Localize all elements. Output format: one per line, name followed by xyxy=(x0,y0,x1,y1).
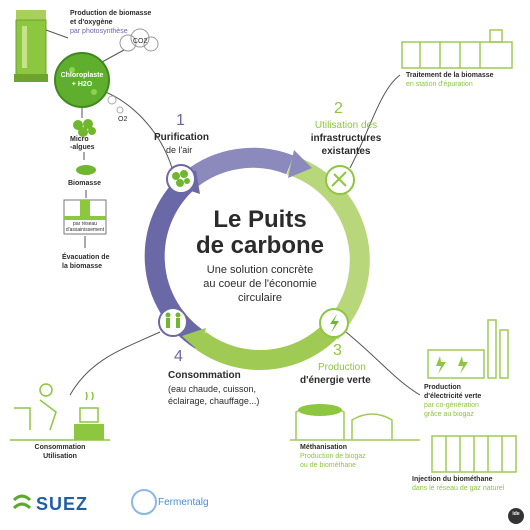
step2-line2: infrastructures xyxy=(310,133,382,144)
lightning-icon xyxy=(330,314,339,333)
center-title-line1: Le Puits xyxy=(213,206,307,233)
ring-segment-green-bottom xyxy=(194,313,348,370)
biomass-production-title2: et d'oxygène xyxy=(70,19,113,26)
o2-label: O2 xyxy=(118,116,128,123)
electricity-sub2: grâce au biogaz xyxy=(424,411,474,418)
center-subtitle-line2: au coeur de l'économie xyxy=(203,278,317,290)
step1-title: Purification xyxy=(154,132,210,143)
connector-chloroplast-to-purification xyxy=(99,89,173,169)
electricity-sub1: par co-génération xyxy=(424,402,479,409)
step2-number: 2 xyxy=(334,100,343,117)
o2-bubbles-icon xyxy=(107,95,124,114)
chloroplast-label2: + H2O xyxy=(71,81,93,88)
biomass-production-subtitle: par photosynthèse xyxy=(70,28,128,35)
center-subtitle-line3: circulaire xyxy=(237,292,282,304)
step4-line2: éclairage, chauffage...) xyxy=(168,396,260,406)
injection-subtitle: dans le réseau de gaz naturel xyxy=(412,485,505,492)
co2-label: CO2 xyxy=(133,38,148,45)
microalgae-label2: -algues xyxy=(70,144,95,151)
microalgae-label1: Micro xyxy=(70,136,89,143)
step3-line2: d'énergie verte xyxy=(300,375,371,386)
chloroplast-detail-icon xyxy=(91,89,97,95)
connector-energy-to-production xyxy=(345,331,421,396)
node-consumption xyxy=(158,307,188,337)
connector-infra-to-treatment xyxy=(349,74,401,169)
evacuation-label1: Évacuation de xyxy=(62,254,110,261)
methanisation-sub1: Production de biogaz xyxy=(300,453,366,460)
co2-cloud-icon xyxy=(119,28,159,52)
suez-logo-mark-icon xyxy=(12,494,32,510)
corner-badge-text: ide xyxy=(512,511,520,517)
node-purification xyxy=(166,164,196,194)
corner-badge-icon xyxy=(508,508,524,524)
electricity-title1: Production xyxy=(424,384,461,391)
step2-line3: existantes xyxy=(321,146,371,157)
consumption-label2: Utilisation xyxy=(43,453,77,460)
ring-segment-purple-top xyxy=(183,147,294,188)
center-title-line2: de carbone xyxy=(195,232,325,259)
step3-number: 3 xyxy=(333,342,342,359)
algae-cells-icon xyxy=(172,170,190,187)
biomass-label: Biomasse xyxy=(68,180,102,187)
stove-icon xyxy=(74,424,104,440)
fermentalg-logo-mark-icon xyxy=(131,489,157,515)
power-plant-icon xyxy=(427,319,509,379)
step4-title: Consommation xyxy=(168,370,241,381)
consumption-label1: Consommation xyxy=(34,444,86,451)
treatment-subtitle: en station d'épuration xyxy=(406,81,473,88)
electricity-title2: d'électricité verte xyxy=(424,393,482,400)
methanisation-sub2: ou de biométhane xyxy=(300,462,357,469)
biomass-production-title1: Production de biomasse xyxy=(70,10,152,17)
step4-number: 4 xyxy=(174,348,183,365)
step3-line1: Production xyxy=(318,362,366,373)
fermentalg-logo: Fermentalg xyxy=(158,497,209,508)
biomass-icon xyxy=(76,165,96,175)
step2-line1: Utilisation des xyxy=(314,120,378,131)
center-subtitle-line1: Une solution concrète xyxy=(206,264,314,276)
step1-subtitle: de l'air xyxy=(166,145,193,155)
arrow-reactor-to-title xyxy=(45,29,69,39)
people-icon xyxy=(165,312,181,328)
sewer-basin-icon xyxy=(63,199,107,235)
treatment-plant-icon xyxy=(401,29,513,69)
evacuation-label2: la biomasse xyxy=(62,263,103,270)
suez-logo: SUEZ xyxy=(36,494,89,514)
sewer-label1: par réseau xyxy=(73,221,97,227)
photobioreactor-icon xyxy=(14,10,48,82)
chloroplast-detail-icon xyxy=(69,67,75,73)
chloroplast-label1: Chloroplaste xyxy=(60,72,104,79)
ring-arrow-bottom xyxy=(182,328,206,352)
sewer-label2: d'assainissement xyxy=(65,227,105,233)
step1-number: 1 xyxy=(176,112,185,129)
tank-roof-icon xyxy=(298,404,342,416)
ring-segment-green-right xyxy=(286,155,370,326)
arrow-co2-to-chloroplast xyxy=(101,49,125,63)
injection-title: Injection du biométhane xyxy=(412,476,493,483)
pipe-icon xyxy=(331,171,347,187)
ring-arrow-top xyxy=(288,150,312,178)
connector-consumption-to-users xyxy=(69,331,161,396)
microalgae-icon xyxy=(73,119,96,137)
gas-network-building-icon xyxy=(431,435,517,473)
methanisation-title: Méthanisation xyxy=(300,444,348,451)
step4-line1: (eau chaude, cuisson, xyxy=(168,384,257,394)
treatment-title: Traitement de la biomasse xyxy=(406,72,494,79)
